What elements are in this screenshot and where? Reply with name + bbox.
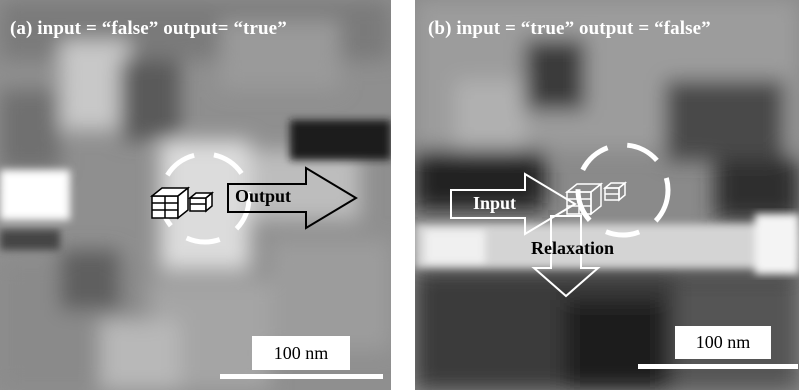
scale-bar xyxy=(220,374,383,379)
panel-a: (a) input = “false” output= “true” Outpu… xyxy=(0,0,391,390)
molecule-icon xyxy=(564,181,628,216)
panel-b: (b) input = “true” output = “false” Inpu… xyxy=(415,0,799,390)
scale-label: 100 nm xyxy=(675,326,771,359)
stm-image-b xyxy=(415,0,799,390)
input-label: Input xyxy=(473,193,517,213)
stm-image-a xyxy=(0,0,391,390)
scale-label: 100 nm xyxy=(252,336,350,370)
output-label: Output xyxy=(235,186,292,206)
panel-a-caption: (a) input = “false” output= “true” xyxy=(10,18,287,39)
dashed-circle xyxy=(575,142,671,238)
relaxation-label: Relaxation xyxy=(531,238,614,258)
relaxation-arrow xyxy=(531,215,601,298)
panel-b-caption: (b) input = “true” output = “false” xyxy=(428,18,711,39)
molecule-icon xyxy=(149,186,215,220)
output-arrow xyxy=(227,166,358,230)
scale-bar xyxy=(638,364,798,369)
